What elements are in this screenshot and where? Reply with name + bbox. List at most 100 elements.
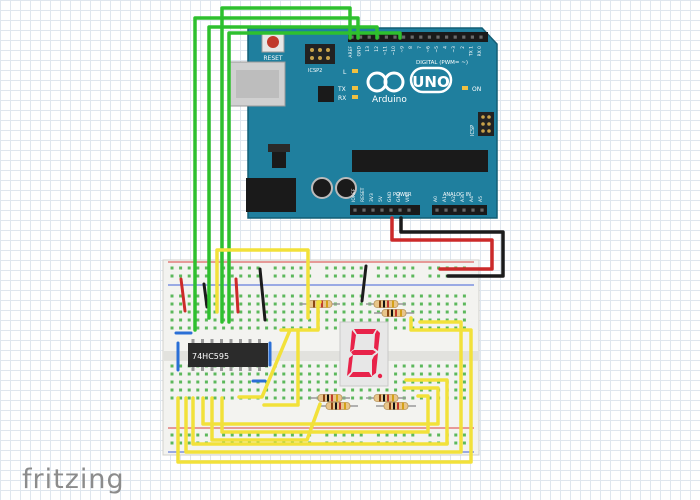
rail-hole: [402, 274, 406, 278]
header-hole: [389, 208, 393, 212]
rail-hole: [437, 433, 441, 437]
breadboard-hole: [204, 380, 208, 384]
power-pin-label: 3V3: [369, 193, 375, 202]
rail-hole: [273, 433, 277, 437]
breadboard-hole: [170, 326, 174, 330]
digital-pin-label: 12: [374, 46, 380, 52]
breadboard-hole: [428, 372, 432, 376]
breadboard-hole: [402, 364, 406, 368]
digital-pin-label: ~11: [382, 46, 388, 56]
rail-hole: [351, 266, 355, 270]
digital-pin-label: 4: [443, 46, 449, 49]
ic-pin: [248, 339, 252, 343]
digital-pin-label: 8: [408, 46, 414, 49]
breadboard-hole: [170, 318, 174, 322]
icsp-header: [478, 112, 494, 136]
ic-pin: [220, 339, 223, 343]
breadboard-hole: [454, 326, 458, 330]
rail-hole: [179, 441, 183, 445]
breadboard-hole: [247, 294, 251, 298]
breadboard-hole: [170, 380, 174, 384]
breadboard-hole: [290, 388, 294, 392]
breadboard-hole: [179, 396, 183, 400]
breadboard-hole: [437, 310, 441, 314]
breadboard-hole: [411, 326, 415, 330]
black-jumper-2: [258, 267, 267, 322]
breadboard-hole: [247, 318, 251, 322]
header-hole: [435, 208, 439, 212]
ic-pin: [210, 367, 214, 371]
breadboard-hole: [187, 310, 191, 314]
header-hole: [367, 35, 371, 39]
breadboard-hole: [462, 326, 466, 330]
breadboard-hole: [325, 372, 329, 376]
rail-hole: [282, 266, 286, 270]
breadboard-hole: [230, 372, 234, 376]
rail-hole: [385, 266, 389, 270]
breadboard-hole: [204, 310, 208, 314]
breadboard-hole: [222, 326, 226, 330]
breadboard-hole: [187, 302, 191, 306]
rail-hole: [333, 274, 337, 278]
wire-yellow-8: [201, 386, 440, 426]
breadboard-hole: [213, 388, 217, 392]
breadboard-hole: [454, 310, 458, 314]
breadboard-hole: [402, 388, 406, 392]
breadboard-hole: [454, 396, 458, 400]
breadboard-hole: [342, 302, 346, 306]
power-pin-label: VIN: [405, 194, 411, 202]
breadboard-hole: [402, 380, 406, 384]
breadboard-hole: [411, 310, 415, 314]
breadboard-hole: [351, 310, 355, 314]
breadboard-hole: [299, 380, 303, 384]
rail-hole: [273, 274, 277, 278]
breadboard-hole: [187, 326, 191, 330]
rail-hole: [179, 274, 183, 278]
segment-a: [354, 329, 376, 334]
header-hole: [384, 35, 388, 39]
breadboard-hole: [299, 318, 303, 322]
rail-hole: [256, 266, 260, 270]
ic-pin: [239, 367, 242, 371]
icsp2-label: ICSP2: [308, 68, 322, 74]
breadboard-hole: [230, 396, 234, 400]
breadboard-hole: [265, 310, 269, 314]
rail-hole: [385, 274, 389, 278]
breadboard-hole: [325, 310, 329, 314]
breadboard-hole: [196, 318, 200, 322]
breadboard-hole: [170, 302, 174, 306]
breadboard-hole: [351, 388, 355, 392]
breadboard-hole: [437, 326, 441, 330]
resistor: [310, 394, 350, 402]
breadboard-hole: [428, 326, 432, 330]
rail-hole: [170, 441, 174, 445]
wire-yellow-9: [210, 396, 322, 442]
breadboard-hole: [308, 396, 312, 400]
header-hole: [445, 35, 449, 39]
breadboard-hole: [428, 396, 432, 400]
header-hole: [350, 35, 354, 39]
breadboard-hole: [204, 326, 208, 330]
digital-pin-label: ~6: [425, 46, 431, 53]
breadboard-hole: [239, 310, 243, 314]
rail-hole: [376, 266, 380, 270]
breadboard-hole: [333, 318, 337, 322]
breadboard-hole: [247, 326, 251, 330]
breadboard-hole: [299, 326, 303, 330]
breadboard-hole: [179, 294, 183, 298]
breadboard-hole: [368, 294, 372, 298]
rail-hole: [179, 433, 183, 437]
analog-pin-label: A3: [460, 196, 466, 202]
rail-hole: [411, 266, 415, 270]
rail-hole: [256, 274, 260, 278]
breadboard-hole: [230, 294, 234, 298]
breadboard-hole: [247, 380, 251, 384]
breadboard-hole: [428, 388, 432, 392]
arduino-brand-text: Arduino: [372, 95, 407, 105]
breadboard-hole: [428, 380, 432, 384]
breadboard-hole: [196, 380, 200, 384]
breadboard-hole: [213, 310, 217, 314]
dc-power-jack: [246, 178, 296, 212]
breadboard-hole: [376, 310, 380, 314]
wire-green-3: [220, 6, 352, 324]
